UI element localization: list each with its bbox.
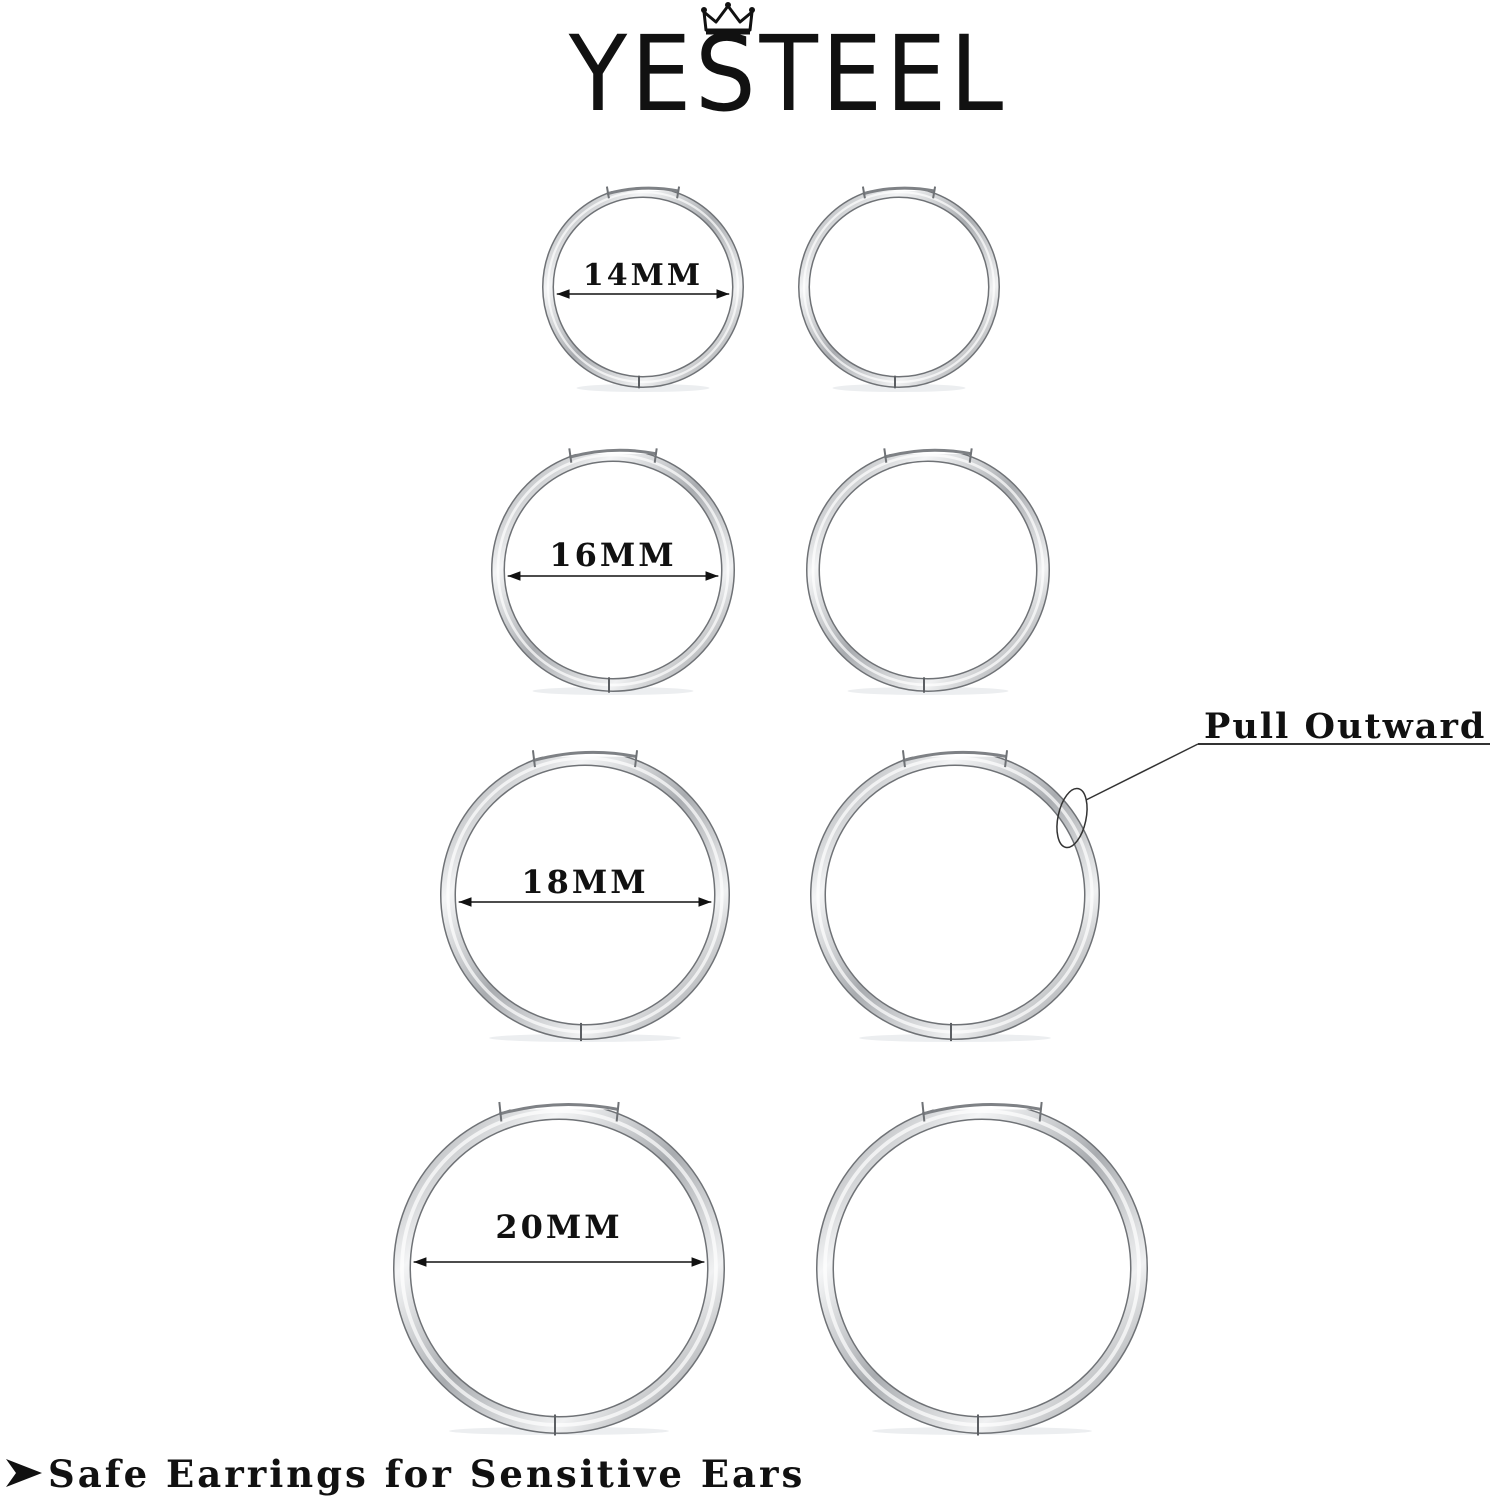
hoop-right-4 — [816, 1096, 1148, 1436]
hoop-right-3 — [810, 745, 1100, 1042]
arrowhead-icon — [6, 1459, 42, 1487]
hoop-right-2 — [806, 444, 1050, 695]
size-label: 18MM — [521, 863, 648, 901]
crown-icon — [701, 2, 755, 35]
callout-label: Pull Outward — [1204, 706, 1487, 747]
hoop-left-1 — [542, 183, 744, 392]
hoop-left-3 — [440, 745, 730, 1042]
hoop-left-4 — [393, 1096, 725, 1436]
tagline: Safe Earrings for Sensitive Ears — [4, 1452, 805, 1496]
size-label: 14MM — [583, 258, 703, 293]
tagline-text: Safe Earrings for Sensitive Ears — [48, 1452, 806, 1496]
hoop-right-1 — [798, 183, 1000, 392]
brand-logo: YESTEEL — [550, 0, 1020, 130]
size-label: 20MM — [495, 1208, 622, 1246]
size-label: 16MM — [549, 536, 676, 574]
pull-outward-callout — [1056, 743, 1490, 849]
hoop-left-2 — [491, 444, 735, 695]
brand-name: YESTEEL — [568, 13, 1007, 135]
